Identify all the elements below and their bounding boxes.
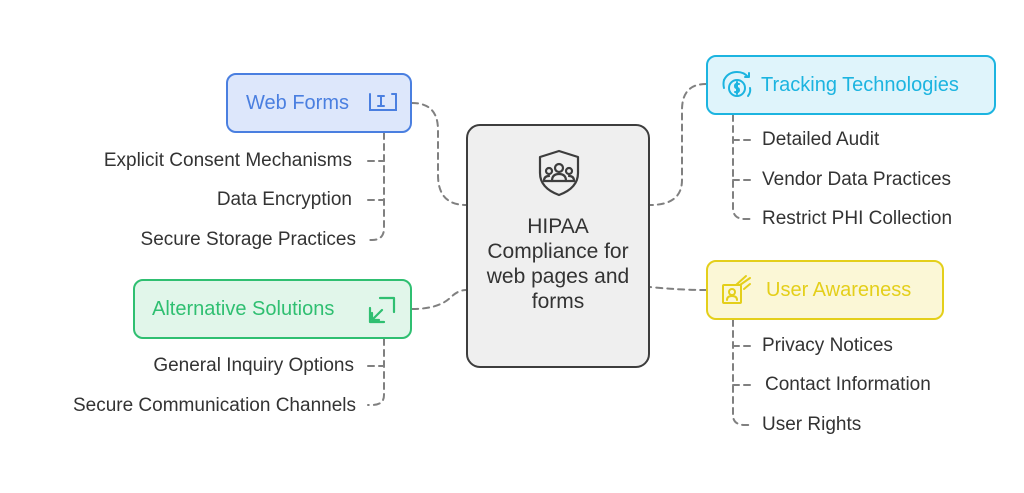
center-topic: HIPAA Compliance for web pages and forms <box>466 124 650 368</box>
branch-tracking-technologies: Tracking Technologies <box>706 55 996 115</box>
leaf-secure-storage-practices: Secure Storage Practices <box>140 229 356 250</box>
leaf-explicit-consent-mechanisms: Explicit Consent Mechanisms <box>103 150 352 171</box>
branch-user-awareness: User Awareness <box>706 260 944 320</box>
leaf-contact-information: Contact Information <box>765 374 931 395</box>
branch-alternative-solutions-label: Alternative Solutions <box>152 298 335 320</box>
resize-arrow-icon <box>368 296 396 324</box>
connector-user-awareness-leaves <box>732 319 751 426</box>
leaf-detailed-audit: Detailed Audit <box>762 129 880 150</box>
branch-alternative-solutions: Alternative Solutions <box>133 279 412 339</box>
text-cursor-icon <box>369 93 397 111</box>
leaf-data-encryption: Data Encryption <box>216 189 352 210</box>
leaf-restrict-phi-collection: Restrict PHI Collection <box>762 208 953 229</box>
connector-tracking-technologies <box>649 83 707 206</box>
leaf-user-rights: User Rights <box>762 414 862 435</box>
center-title: HIPAA Compliance for web pages and forms <box>486 215 630 313</box>
connector-user-awareness <box>649 286 707 291</box>
connector-web-forms <box>411 102 467 206</box>
leaf-secure-communication-channels: Secure Communication Channels <box>72 395 356 416</box>
branch-tracking-technologies-label: Tracking Technologies <box>761 74 959 96</box>
leaf-general-inquiry-options: General Inquiry Options <box>153 355 354 376</box>
money-cycle-icon <box>722 71 752 97</box>
branch-web-forms-label: Web Forms <box>246 92 349 114</box>
connector-tracking-leaves <box>732 114 751 220</box>
branch-web-forms: Web Forms <box>226 73 412 133</box>
connector-web-forms-leaves <box>367 132 385 241</box>
id-card-icon <box>722 275 751 304</box>
branch-user-awareness-label: User Awareness <box>766 279 912 301</box>
shield-people-icon <box>538 149 580 197</box>
leaf-privacy-notices: Privacy Notices <box>762 335 893 356</box>
connector-alternative-leaves <box>367 338 385 406</box>
connector-alternative-solutions <box>411 289 467 310</box>
leaf-vendor-data-practices: Vendor Data Practices <box>762 169 952 190</box>
